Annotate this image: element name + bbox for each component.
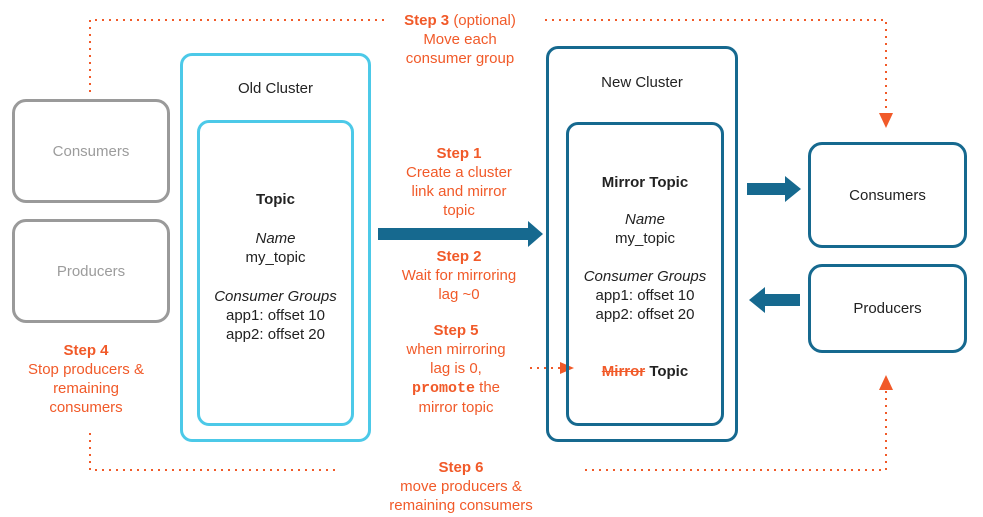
step4-note: Step 4 Stop producers & remaining consum… bbox=[6, 341, 166, 417]
promoted-struck-word: Mirror bbox=[601, 363, 646, 380]
step3-suffix: (optional) bbox=[453, 12, 516, 29]
step2-title: Step 2 bbox=[436, 248, 482, 265]
step5-note: Step 5 when mirroring lag is 0, promote … bbox=[376, 321, 536, 417]
step3-title: Step 3 bbox=[404, 12, 450, 29]
step6-dotted-path-right bbox=[585, 388, 887, 471]
step6-note: Step 6 move producers & remaining consum… bbox=[366, 458, 556, 515]
new-topic-name-value: my_topic bbox=[614, 230, 676, 247]
step3-arrow-head bbox=[879, 113, 893, 128]
to-consumers-arrow bbox=[747, 176, 801, 202]
step6-line2: remaining consumers bbox=[389, 497, 533, 514]
step5-line2: lag is 0, bbox=[430, 360, 482, 377]
new-cluster-box: New Cluster Mirror Topic Name my_topic C… bbox=[546, 46, 738, 442]
step1-note: Step 1 Create a cluster link and mirror … bbox=[379, 144, 539, 220]
old-groups-label: Consumer Groups bbox=[214, 288, 337, 305]
old-cluster-title: Old Cluster bbox=[237, 80, 314, 97]
step5-title: Step 5 bbox=[433, 322, 479, 339]
old-producers-box: Producers bbox=[12, 219, 170, 323]
step3-dotted-path-left bbox=[89, 19, 385, 92]
old-topic-title: Topic bbox=[256, 191, 295, 208]
step2-line2: lag ~0 bbox=[438, 286, 480, 303]
step2-note: Step 2 Wait for mirroring lag ~0 bbox=[379, 247, 539, 304]
step1-line3: topic bbox=[443, 202, 475, 219]
new-group1: app1: offset 10 bbox=[595, 287, 695, 304]
new-cluster-title: New Cluster bbox=[601, 74, 683, 91]
promoted-rest-word: Topic bbox=[649, 363, 689, 380]
step4-title: Step 4 bbox=[63, 342, 109, 359]
step3-line2: consumer group bbox=[405, 50, 515, 67]
step6-title: Step 6 bbox=[438, 459, 484, 476]
new-topic-name-label: Name bbox=[624, 211, 665, 228]
step3-title-line: Step 3 (optional) bbox=[380, 11, 540, 30]
mirror-arrow bbox=[378, 221, 543, 247]
old-cluster-box: Old Cluster Topic Name my_topic Consumer… bbox=[180, 53, 371, 442]
step3-dotted-path-right bbox=[545, 19, 887, 115]
step6-line1: move producers & bbox=[400, 478, 522, 495]
new-groups-label: Consumer Groups bbox=[583, 268, 707, 285]
new-producers-label: Producers bbox=[853, 300, 922, 317]
step5-line1: when mirroring bbox=[406, 341, 506, 358]
new-producers-box: Producers bbox=[808, 264, 967, 353]
step4-line3: consumers bbox=[49, 399, 123, 416]
old-topic-box: Topic Name my_topic Consumer Groups app1… bbox=[197, 120, 354, 426]
step3-note: Step 3 (optional) Move each consumer gro… bbox=[380, 11, 540, 68]
step5-line4: mirror topic bbox=[418, 399, 494, 416]
step3-line1: Move each bbox=[423, 31, 497, 48]
step4-line1: Stop producers & bbox=[28, 361, 144, 378]
old-topic-name-label: Name bbox=[255, 230, 296, 247]
step5-line3: promote the bbox=[376, 378, 536, 398]
step6-arrow-head bbox=[879, 375, 893, 390]
step2-line1: Wait for mirroring bbox=[401, 267, 517, 284]
old-topic-name-value: my_topic bbox=[245, 249, 306, 266]
old-group1: app1: offset 10 bbox=[226, 307, 325, 324]
old-consumers-label: Consumers bbox=[52, 142, 130, 160]
step6-dotted-path-left bbox=[89, 433, 340, 471]
from-producers-arrow bbox=[749, 287, 800, 313]
new-topic-box: Mirror Topic Name my_topic Consumer Grou… bbox=[566, 122, 724, 426]
new-consumers-box: Consumers bbox=[808, 142, 967, 248]
step1-line1: Create a cluster bbox=[406, 164, 512, 181]
old-consumers-box: Consumers bbox=[12, 99, 170, 203]
step1-line2: link and mirror bbox=[411, 183, 507, 200]
step5-keyword: promote bbox=[411, 380, 475, 397]
step4-line2: remaining bbox=[53, 380, 119, 397]
new-consumers-label: Consumers bbox=[849, 186, 926, 204]
new-topic-title: Mirror Topic bbox=[601, 174, 689, 191]
promoted-topic-label: Mirror Topic bbox=[569, 363, 721, 380]
step1-title: Step 1 bbox=[436, 145, 482, 162]
old-producers-label: Producers bbox=[56, 262, 126, 280]
old-group2: app2: offset 20 bbox=[226, 326, 325, 343]
step5-after-keyword: the bbox=[479, 379, 501, 396]
new-group2: app2: offset 20 bbox=[595, 306, 695, 323]
